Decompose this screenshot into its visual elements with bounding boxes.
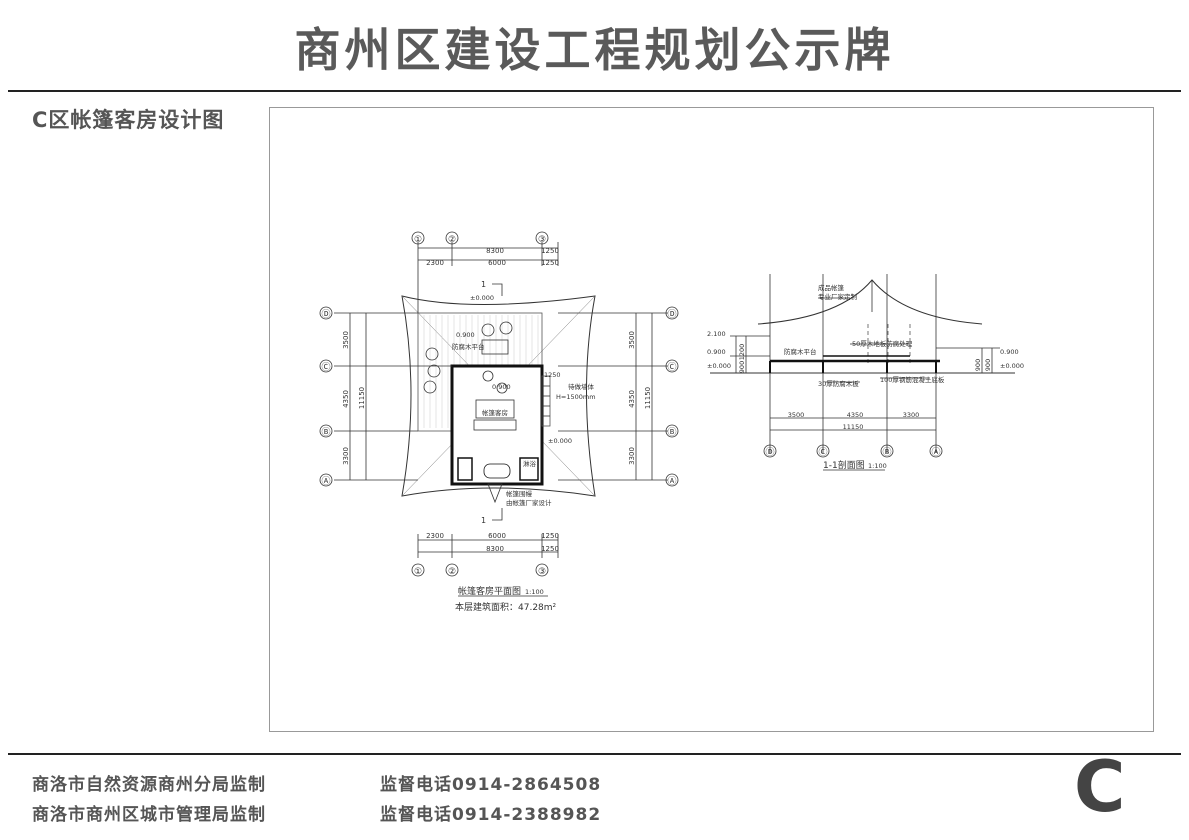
plan-elev-zero-right: ±0.000 [548, 437, 572, 445]
section-elev-0900-right: 0.900 [1000, 348, 1019, 356]
grid-label-c-right: Ⓒ [667, 362, 676, 373]
page-title: 商州区建设工程规划公示牌 [294, 23, 895, 77]
plan-dim-seg-a: 2300 [426, 259, 444, 267]
section-dim-v1: 1200 [738, 344, 746, 361]
plan-scale: 1:100 [525, 588, 544, 596]
drawing-subtitle: C区帐篷客房设计图 [32, 108, 225, 132]
plan-title: 帐篷客房平面图 [458, 585, 521, 597]
section-dim-v4: 900 [984, 359, 992, 371]
plan-cut-label-top: 1 [481, 280, 486, 289]
header-divider [8, 90, 1181, 92]
drawing-frame: 8300 1250 2300 6000 1250 2300 6000 1250 … [269, 107, 1154, 732]
plan-dim-right-a: 3500 [628, 331, 636, 349]
section-base-note: 100厚钢筋混凝土底板 [880, 375, 945, 384]
section-dim-total: 11150 [843, 423, 864, 431]
grid-bubble-2-top [445, 231, 459, 245]
section-dim-a: 3500 [788, 411, 805, 419]
section-dim-c: 3300 [903, 411, 920, 419]
section-deck-label: 防腐木平台 [784, 347, 817, 356]
section-tent-roof [757, 279, 983, 325]
grid-label-b-left: Ⓑ [321, 427, 330, 438]
grid-label-3-bottom: ③ [538, 567, 546, 577]
footer-divider [8, 753, 1181, 755]
footer-supervisor-2: 商洛市商州区城市管理局监制 [32, 805, 266, 825]
plan-note-curtain-design: 由帐篷厂家设计 [506, 498, 552, 507]
plan-dim-left-b: 4350 [342, 390, 350, 408]
grid-label-c-left: Ⓒ [321, 362, 330, 373]
plan-dim-bottom-a: 2300 [426, 532, 444, 540]
section-elev-0900: 0.900 [707, 348, 726, 356]
plan-wc-label: 淋浴 [523, 459, 537, 468]
section-dim-v2: 900 [738, 361, 746, 373]
section-elev-2100: 2.100 [707, 330, 726, 338]
footer-phone-2: 监督电话0914-2388982 [380, 805, 602, 825]
grid-label-a-left: Ⓐ [321, 476, 330, 487]
plan-elev-deck: 0.900 [456, 331, 475, 339]
plan-note-wall: 待做墙体 [568, 382, 595, 391]
grid-label-a-right: Ⓐ [667, 476, 676, 487]
plan-elev-zero-top: ±0.000 [470, 294, 494, 302]
plan-dim-left-total: 11150 [358, 387, 366, 409]
section-dim-v3: 900 [974, 359, 982, 371]
zone-letter: C [1074, 746, 1126, 828]
plan-dim-bottom-ext: 1250 [541, 545, 559, 553]
grid-label-1-top: ① [414, 235, 422, 245]
section-title: 1-1剖面图 [823, 459, 865, 471]
section-pier-note: 30厚防腐木板 [818, 379, 859, 388]
plan-dim-right-c: 3300 [628, 447, 636, 465]
footer-phone-1: 监督电话0914-2864508 [380, 775, 602, 795]
section-floor-note: 50厚木地板防腐处理 [852, 339, 913, 348]
grid-label-b-right: Ⓑ [667, 427, 676, 438]
section-roof-label: 成品帐篷 [818, 283, 845, 292]
grid-label-2-bottom: ② [448, 567, 456, 577]
plan-dim-top-ext: 1250 [541, 247, 559, 255]
section-grid-a: Ⓐ [931, 447, 940, 458]
plan-area: 本层建筑面积：47.28m² [455, 601, 557, 613]
plan-dim-seg-c: 1250 [541, 259, 559, 267]
plan-deck-label: 防腐木平台 [452, 342, 485, 351]
footer-supervisor-1: 商洛市自然资源商州分局监制 [32, 775, 266, 795]
plan-elev-inner: 0.900 [492, 383, 511, 391]
plan-note-wall-height: H=1500mm [556, 393, 596, 401]
section-roof-label-vendor: 专业厂家定制 [818, 292, 858, 301]
grid-bubble-3-top [535, 231, 549, 245]
plan-dim-top-total: 8300 [486, 247, 504, 255]
plan-dim-bottom-c: 1250 [541, 532, 559, 540]
section-grid-c: Ⓒ [818, 447, 827, 458]
grid-label-d-right: Ⓓ [667, 309, 676, 320]
grid-label-3-top: ③ [538, 235, 546, 245]
section-dim-b: 4350 [847, 411, 864, 419]
plan-dim-left-a: 3500 [342, 331, 350, 349]
plan-dim-bottom-b: 6000 [488, 532, 506, 540]
plan-inner-dim: 1250 [544, 371, 561, 379]
plan-dim-seg-b: 6000 [488, 259, 506, 267]
section-elev-zero: ±0.000 [707, 362, 731, 370]
plan-note-curtain: 帐篷围幔 [506, 489, 533, 498]
grid-label-d-left: Ⓓ [321, 309, 330, 320]
section-grid-d: Ⓓ [765, 447, 774, 458]
drawing-canvas: 8300 1250 2300 6000 1250 2300 6000 1250 … [319, 231, 1024, 613]
grid-label-1-bottom: ① [414, 567, 422, 577]
plan-dim-right-b: 4350 [628, 390, 636, 408]
plan-room-label: 帐篷客房 [482, 408, 508, 417]
section-elev-zero-right: ±0.000 [1000, 362, 1024, 370]
section-scale: 1:100 [868, 462, 887, 470]
plan-dim-bottom-total: 8300 [486, 545, 504, 553]
grid-bubble-1-top [411, 231, 425, 245]
plan-cut-label-bottom: 1 [481, 516, 486, 525]
plan-dim-left-c: 3300 [342, 447, 350, 465]
grid-label-2-top: ② [448, 235, 456, 245]
plan-dim-right-total: 11150 [644, 387, 652, 409]
section-grid-b: Ⓑ [882, 447, 891, 458]
